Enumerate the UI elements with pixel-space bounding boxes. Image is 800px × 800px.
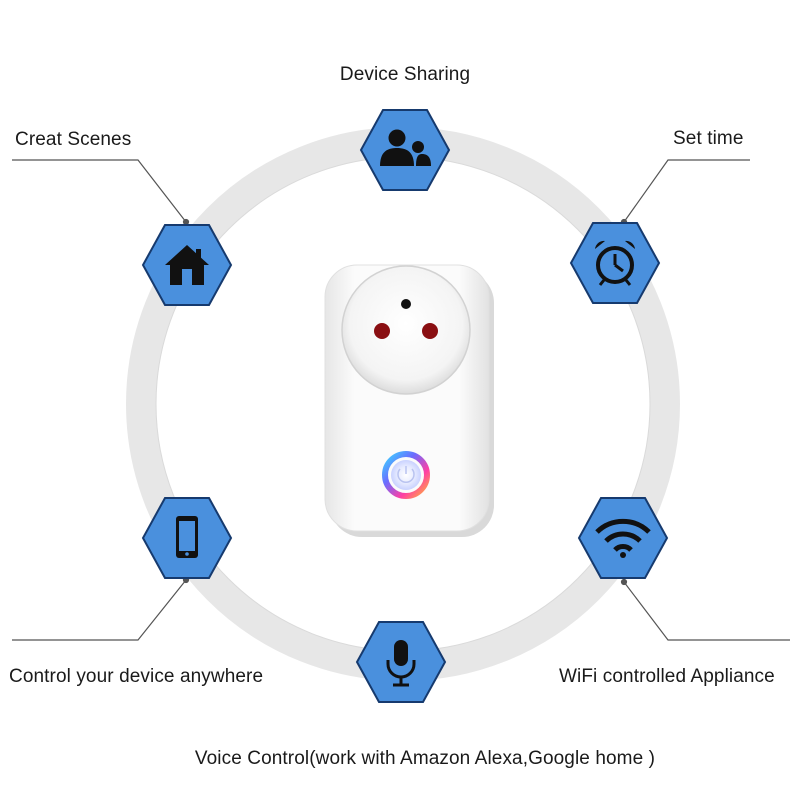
wifi-icon [595,518,651,558]
power-button[interactable] [382,451,430,499]
feature-set-time[interactable] [569,222,661,304]
feature-voice-control[interactable] [355,621,447,703]
people-icon [380,129,431,166]
socket-hole-earth [401,299,411,309]
smart-plug [324,264,494,537]
leader-line-creat-scenes [12,159,187,223]
leader-line-control [12,579,187,641]
leader-dot-wifi [620,578,628,586]
label-wifi-controlled: WiFi controlled Appliance [559,666,775,687]
leader-line-set-time [623,159,750,223]
home-icon [165,245,209,285]
hex-badge [577,497,669,579]
label-set-time: Set time [673,128,744,149]
leader-line-wifi [623,581,790,641]
smartphone-icon [176,516,198,558]
socket-face [341,265,471,395]
label-control-anywhere: Control your device anywhere [9,666,264,687]
feature-wifi-controlled[interactable] [577,497,669,579]
feature-control-anywhere[interactable] [141,497,233,579]
label-voice-control: Voice Control(work with Amazon Alexa,Goo… [194,748,656,769]
label-device-sharing: Device Sharing [339,64,471,85]
alarm-clock-icon [595,240,635,286]
microphone-icon [386,640,416,687]
socket-hole-left [374,323,390,339]
leader-dot-creat-scenes [182,218,190,226]
feature-device-sharing[interactable] [359,109,451,191]
feature-creat-scenes[interactable] [141,224,233,306]
label-creat-scenes: Creat Scenes [15,129,132,150]
socket-hole-right [422,323,438,339]
